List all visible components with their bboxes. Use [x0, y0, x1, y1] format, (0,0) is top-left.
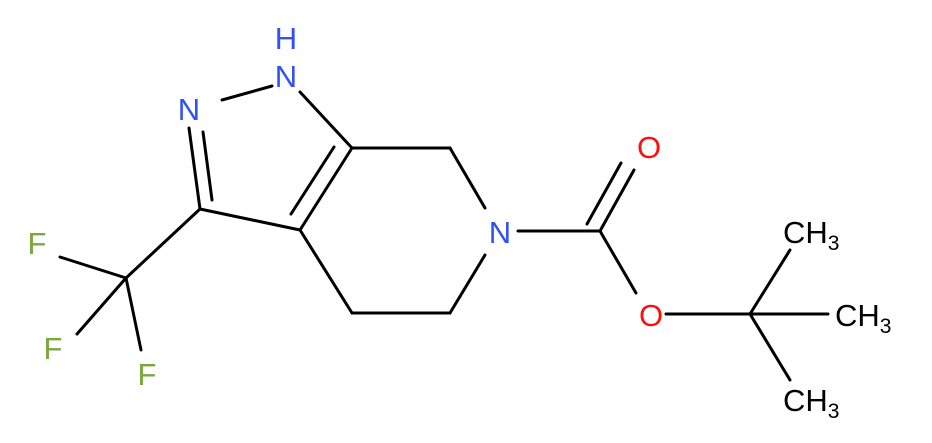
ch3-bot-ch: CH [783, 383, 828, 418]
bond-n6-c5 [448, 253, 487, 315]
atom-o-ester: O [639, 298, 663, 333]
ch3-bot-subscript: 3 [828, 400, 840, 423]
bond-c4-c3a [298, 228, 354, 315]
bond-ccarbonyl-o [598, 168, 636, 233]
ch3-top-subscript: 3 [828, 232, 840, 255]
bonds [58, 84, 830, 382]
atom-h1: H [275, 21, 297, 56]
atom-ch3-top: CH3 [783, 215, 839, 255]
atom-o-carbonyl: O [637, 130, 661, 165]
ch3-mid-ch: CH [835, 298, 880, 333]
bond-ccf3-f1 [58, 255, 128, 280]
bond-ccarbonyl-o-double [585, 161, 623, 226]
bond-ccf3-f3 [124, 276, 143, 352]
bond-n2-c3-double [201, 130, 214, 202]
bond-ccarbonyl-oester [598, 229, 638, 295]
ch3-top-ch: CH [783, 215, 828, 250]
bond-cq-ch3-top [748, 248, 792, 316]
bond-n1-c7a [298, 90, 354, 150]
atom-ch3-mid: CH3 [835, 298, 891, 338]
atom-f1: F [28, 226, 47, 261]
bond-n2-c3 [187, 126, 202, 211]
bond-c7-n6 [448, 146, 487, 210]
atom-n6: N [489, 215, 511, 250]
atom-f2: F [44, 331, 63, 366]
atom-f3: F [138, 357, 157, 392]
bond-c3a-c7a [298, 146, 354, 232]
atom-ch3-bot: CH3 [783, 383, 839, 423]
atom-n2: N [178, 92, 200, 127]
bond-cq-ch3-bot [748, 312, 792, 382]
bond-c3a-c7a-double [289, 145, 336, 216]
ch3-mid-subscript: 3 [880, 315, 892, 338]
bond-ccf3-f2 [75, 276, 128, 336]
atom-n1: N [275, 59, 297, 94]
bond-c3-c3a [198, 207, 302, 232]
bond-n1-n2 [220, 84, 274, 102]
bond-c3-ccf3 [124, 207, 202, 280]
atom-labels: N H N N O O F F F CH3 CH3 CH3 [28, 21, 892, 423]
